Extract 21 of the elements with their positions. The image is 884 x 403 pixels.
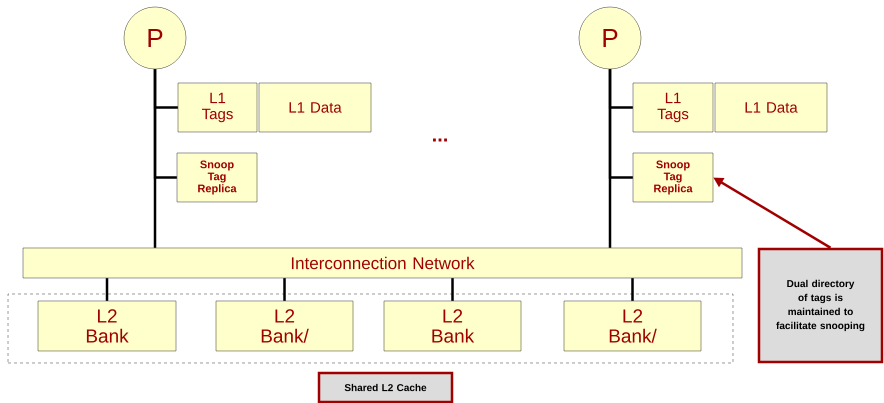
ellipsis: ...	[433, 138, 447, 142]
bank-box: L2 Bank/	[564, 300, 702, 352]
connector-line	[451, 278, 454, 301]
caption-box: Shared L2 Cache	[318, 372, 454, 403]
bank-box: L2 Bank	[38, 300, 176, 352]
snoop-box: Snoop Tag Replica	[632, 152, 714, 202]
snoop-box: Snoop Tag Replica	[176, 152, 258, 202]
tag-box: L1 Tags	[178, 82, 258, 132]
connector-line	[283, 278, 286, 301]
bank-box: L2 Bank/	[216, 300, 354, 352]
connector-line	[154, 69, 177, 179]
data-box: L1 Data	[714, 82, 828, 132]
callout-box: Dual directory of tags is maintained to facilitate snooping	[758, 248, 884, 364]
bank-box: L2 Bank	[384, 300, 522, 352]
connector-line	[608, 69, 633, 179]
data-box: L1 Data	[258, 82, 372, 132]
connector-line	[106, 278, 108, 301]
network-bar: Interconnection Network	[22, 248, 742, 278]
connector-line	[631, 278, 634, 301]
tag-box: L1 Tags	[632, 82, 714, 132]
dashed-boundary	[8, 294, 734, 364]
